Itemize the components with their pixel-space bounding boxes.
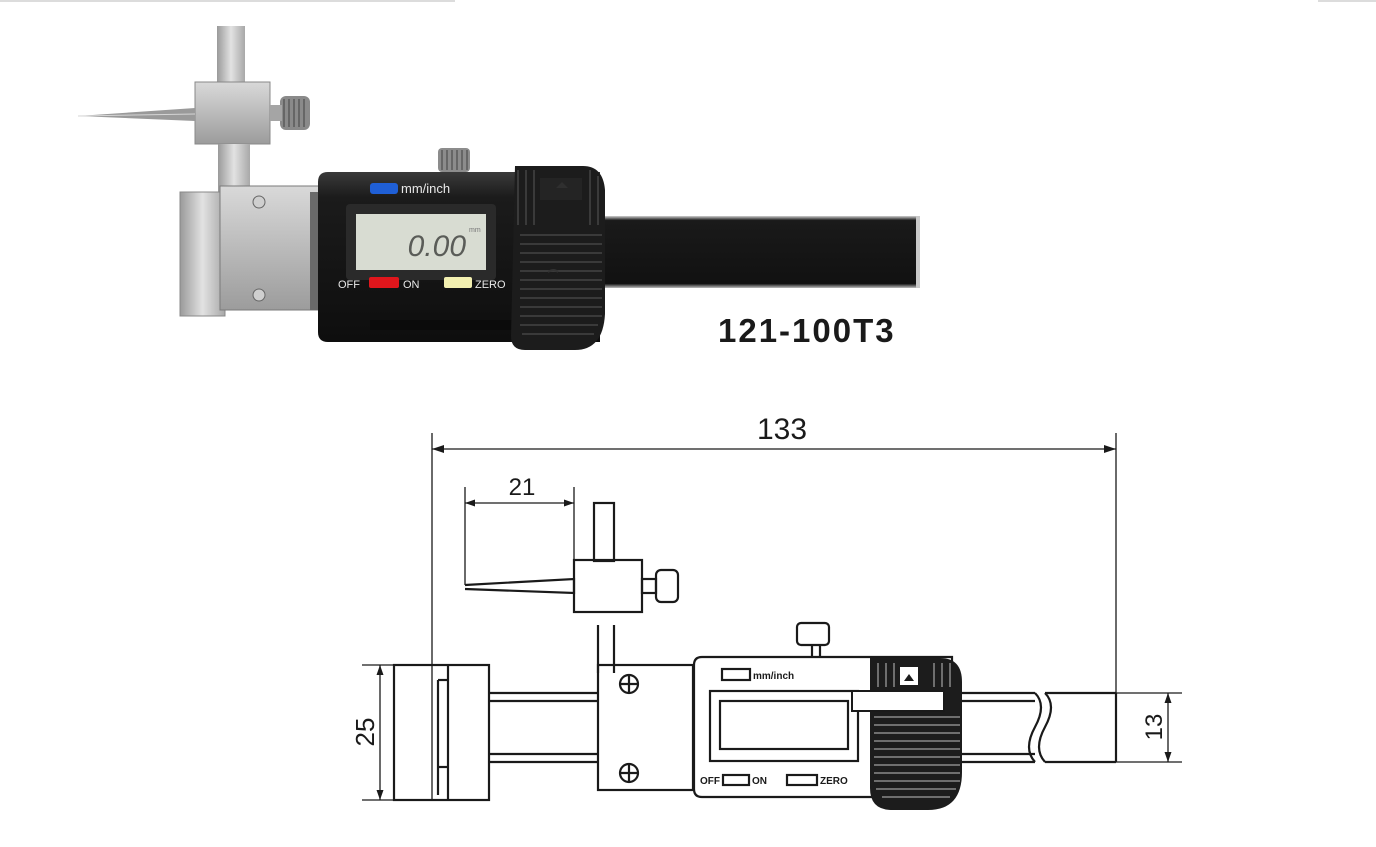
drawing-on-label: ON xyxy=(752,776,767,787)
probe-post xyxy=(217,26,245,86)
drawing-lock-screw xyxy=(795,621,831,647)
drawing-lcd-bezel xyxy=(708,689,860,763)
off-label: OFF xyxy=(338,279,360,291)
technical-drawing: 133 21 25 13 xyxy=(350,413,1182,810)
drawing-grip-arrow-icon xyxy=(904,674,914,681)
zero-button[interactable] xyxy=(444,277,472,288)
drawing-head-block xyxy=(392,663,491,802)
mm-inch-button[interactable] xyxy=(370,183,398,194)
drawing-slider-block xyxy=(596,663,695,792)
drawing-lcd-screen xyxy=(718,699,850,751)
grip-arrow-icon xyxy=(556,182,568,188)
lock-screw[interactable] xyxy=(438,148,470,172)
product-photo: mm/inch 0.00 mm OFF ON ZERO xyxy=(77,26,920,350)
drawing-probe-holder xyxy=(572,558,644,614)
dimension-head-height: 25 xyxy=(350,718,380,747)
jaw-screw-top xyxy=(252,195,266,209)
lcd-screen xyxy=(356,214,486,270)
jaw-screw-bottom xyxy=(252,288,266,302)
drawing-housing xyxy=(692,655,954,799)
probe-holder-block xyxy=(194,81,271,145)
lcd-reading: 0.00 xyxy=(408,230,467,263)
top-divider-right xyxy=(1318,0,1376,2)
drawing-probe-thumb-screw xyxy=(654,568,680,604)
drawing-mm-inch-label: mm/inch xyxy=(753,671,794,682)
reference-jaw xyxy=(179,191,226,317)
on-label: ON xyxy=(403,279,420,291)
drawing-probe-post xyxy=(592,501,616,563)
drawing-zero-label: ZERO xyxy=(820,776,848,787)
lcd-unit-indicator: mm xyxy=(469,227,481,234)
drawing-needle-probe xyxy=(464,577,576,595)
drawing-off-label: OFF xyxy=(700,776,720,787)
dimension-probe-reach: 21 xyxy=(509,474,536,501)
dimension-beam-height: 13 xyxy=(1141,714,1168,741)
top-divider-left xyxy=(0,0,455,2)
dimension-overall-length: 133 xyxy=(757,413,807,446)
probe-thumb-screw[interactable] xyxy=(280,96,310,130)
main-beam xyxy=(590,216,920,288)
model-number: 121-100T3 xyxy=(718,312,896,349)
on-off-button[interactable] xyxy=(369,277,399,288)
zero-label: ZERO xyxy=(475,279,506,291)
mm-inch-label: mm/inch xyxy=(401,181,450,196)
